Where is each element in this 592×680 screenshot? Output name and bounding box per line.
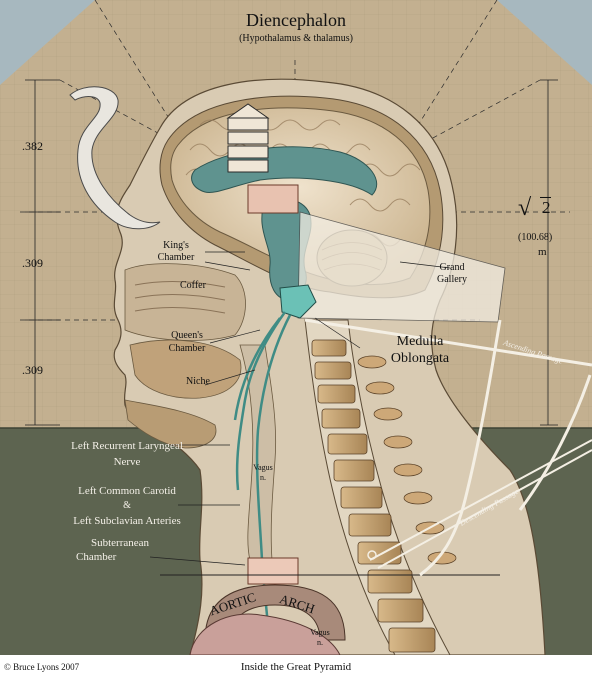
label-carotid-line2: Left Subclavian Arteries [73, 515, 181, 527]
label-vagus-upper-n: n. [260, 473, 266, 482]
label-medulla: Medulla [396, 334, 444, 349]
label-vagus-lower: Vagus [310, 628, 330, 637]
label-carotid-line1: Left Common Carotid [78, 485, 176, 497]
kings-chamber-box [247, 184, 299, 214]
sqrt-value: 2 [540, 197, 551, 217]
ratio-label-top: .382 [22, 139, 43, 153]
copyright-credit: © Bruce Lyons 2007 [4, 662, 80, 672]
label-pointer-lines [149, 251, 451, 566]
descending-passage [369, 439, 592, 569]
label-vagus-lower-n: n. [317, 638, 323, 647]
label-kings-chamber: Chamber [157, 252, 195, 263]
grand-gallery [297, 211, 506, 323]
ratio-label-bottom: .309 [22, 363, 43, 377]
footer-bar: © Bruce Lyons 2007 Inside the Great Pyra… [0, 655, 592, 680]
jaw [124, 399, 217, 449]
label-carotid-amp: & [123, 500, 131, 511]
tongue [129, 339, 242, 399]
label-kings: King's [163, 240, 189, 251]
label-niche: Niche [186, 376, 210, 387]
nasal-cavity [124, 263, 246, 341]
pituitary-box [279, 284, 317, 319]
height-measure: (100.68) [518, 232, 553, 243]
label-laryngeal-line1: Left Recurrent Laryngeal [71, 440, 183, 452]
diagram-subtitle: (Hypothalamus & thalamus) [239, 33, 353, 44]
vertebrae [311, 339, 436, 653]
relieving-chambers [226, 103, 270, 173]
label-queens: Queen's [171, 330, 203, 341]
corpus-callosum [191, 146, 378, 196]
label-laryngeal-line2: Nerve [113, 456, 141, 468]
label-queens-chamber: Chamber [168, 343, 206, 354]
label-grand: Grand [439, 262, 465, 273]
aortic-arch [204, 584, 346, 641]
ascending-passage [304, 318, 592, 577]
label-vagus-upper: Vagus [253, 463, 273, 472]
label-gallery: Gallery [437, 274, 467, 285]
label-subterranean-chamber: Chamber [76, 551, 117, 563]
sqrt-symbol: √ [518, 195, 532, 221]
label-oblongata: Oblongata [390, 351, 450, 366]
nasal-turbinates [134, 280, 226, 314]
diagram-title: Diencephalon [246, 10, 346, 30]
subterranean-chamber-box [247, 557, 299, 585]
image-caption: Inside the Great Pyramid [240, 661, 352, 673]
spinous-processes [357, 355, 457, 565]
label-coffer: Coffer [180, 280, 206, 291]
heart [189, 613, 341, 656]
height-unit: m [538, 246, 547, 258]
ratio-label-middle: .309 [22, 256, 43, 270]
serpent-uraeus [69, 86, 161, 230]
label-subterranean: Subterranean [90, 537, 150, 549]
